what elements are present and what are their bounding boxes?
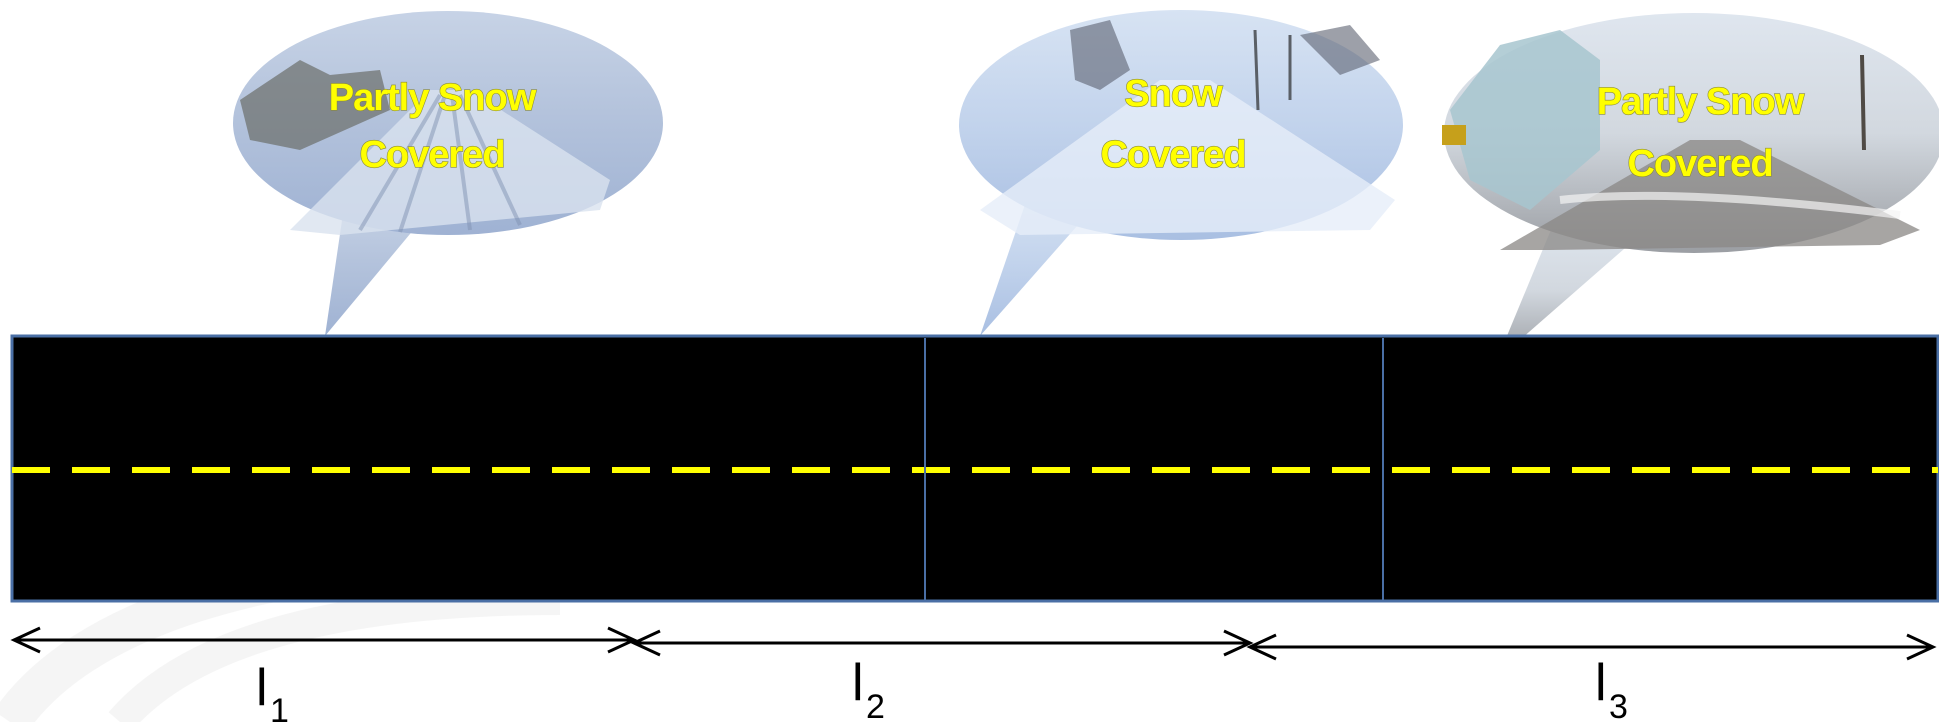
bubble-1-label-line2: Covered [359, 134, 504, 176]
segment-arrow-3 [1246, 633, 1937, 661]
bubble-2-label-line1: Snow [1124, 73, 1223, 115]
bubble-1-road [290, 90, 610, 235]
segment-label-2: l 2 [852, 654, 885, 722]
bubble-3-tail [1497, 220, 1640, 360]
segment-label-1-letter: l [256, 659, 268, 717]
speech-bubble-3: Partly Snow Covered [1442, 13, 1939, 460]
segment-label-3-subscript: 3 [1609, 688, 1628, 722]
segment-label-1: l 1 [256, 659, 289, 722]
segment-label-2-letter: l [852, 654, 864, 712]
segment-label-3: l 3 [1595, 654, 1628, 722]
bubble-1-tail [325, 200, 430, 336]
bubble-2-label-line2: Covered [1100, 134, 1245, 176]
speech-bubble-1: Partly Snow Covered [233, 11, 663, 336]
segment-arrow-2 [630, 629, 1254, 657]
segment-label-2-subscript: 2 [866, 688, 885, 722]
segment-label-1-subscript: 1 [270, 692, 289, 722]
segment-arrow-1 [10, 626, 638, 654]
segment-label-3-letter: l [1595, 654, 1607, 712]
bubble-3-label-line2: Covered [1627, 143, 1772, 185]
bubble-3-cliff [1450, 30, 1600, 210]
speech-bubble-2: Snow Covered [959, 10, 1403, 336]
bubble-1-trees [240, 60, 390, 150]
road [10, 334, 1939, 603]
bubble-3-label-line1: Partly Snow [1597, 81, 1805, 123]
bubble-1-label-line1: Partly Snow [329, 77, 537, 119]
bubble-2-road [980, 80, 1395, 235]
segment-arrows [10, 626, 1937, 661]
bubble-2-trees [1070, 20, 1380, 90]
